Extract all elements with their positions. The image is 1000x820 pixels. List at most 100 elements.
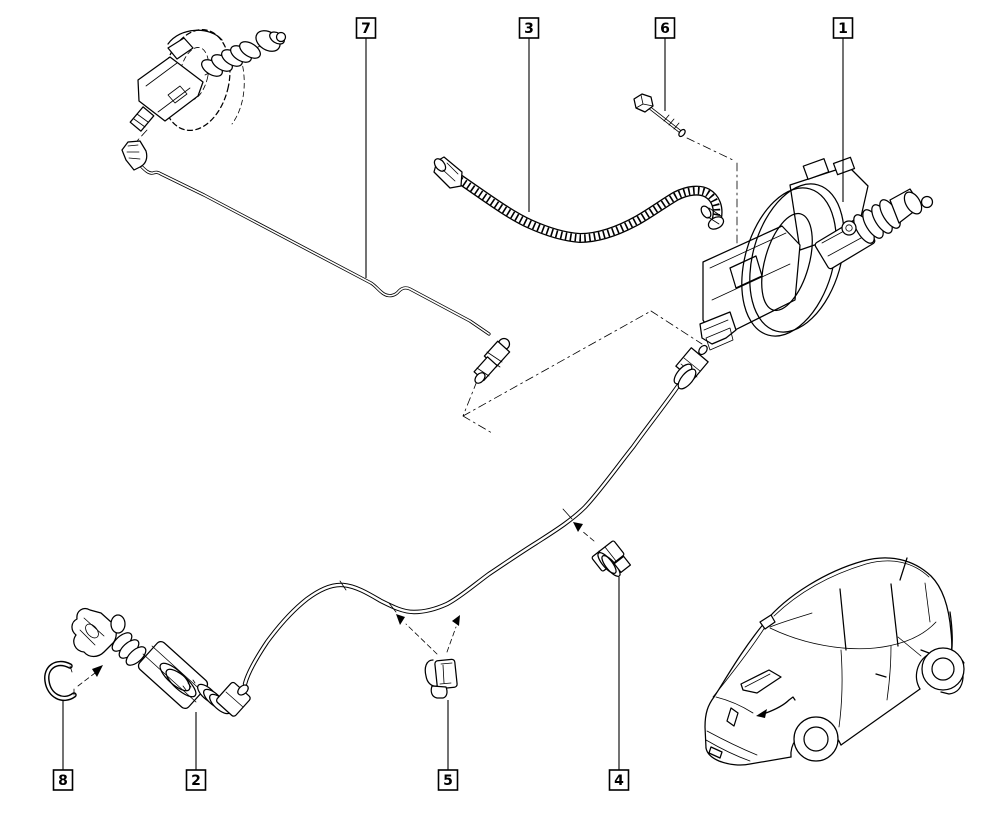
cylinder-block bbox=[137, 56, 204, 122]
pedal-bracket-phantom-outer bbox=[161, 29, 231, 131]
callout-1-number[interactable]: 1 bbox=[838, 21, 848, 37]
fork-knob bbox=[110, 614, 126, 634]
bracket-ribs bbox=[709, 232, 791, 301]
b-pillar bbox=[839, 588, 847, 651]
headlight-detail bbox=[744, 673, 771, 688]
fork-end bbox=[71, 607, 117, 658]
booster-top-detail-2 bbox=[832, 156, 856, 176]
front-door-gap bbox=[838, 649, 843, 728]
pushrod-ball bbox=[920, 195, 934, 209]
clip-5-head bbox=[434, 658, 458, 690]
quarter-glass-line bbox=[897, 636, 922, 657]
car-body-outline bbox=[704, 557, 953, 749]
clip-4-stub bbox=[613, 555, 632, 574]
clip-position-ticks bbox=[339, 508, 573, 613]
hood-shut-line bbox=[712, 623, 768, 698]
callout-4[interactable]: 4 bbox=[608, 577, 630, 791]
car-front-bottom bbox=[705, 747, 792, 766]
reservoir-stub bbox=[167, 37, 194, 60]
clutch-pipe bbox=[139, 164, 511, 384]
bumper-lines bbox=[705, 730, 758, 762]
roof-antenna bbox=[899, 557, 908, 581]
phantom-lines bbox=[136, 129, 738, 434]
body-markings bbox=[182, 679, 196, 691]
callout-6[interactable]: 6 bbox=[654, 17, 676, 111]
vehicle-illustration bbox=[704, 557, 965, 766]
rear-door-gap bbox=[886, 645, 892, 701]
grille-line bbox=[715, 696, 754, 714]
callout-3-number[interactable]: 3 bbox=[524, 21, 534, 37]
mounting-bolt bbox=[633, 93, 686, 138]
rear-pillar bbox=[924, 582, 931, 623]
pipe-end-connector bbox=[473, 337, 511, 384]
callout-4-number[interactable]: 4 bbox=[614, 773, 624, 789]
clip-4-body bbox=[591, 540, 625, 572]
callout-5[interactable]: 5 bbox=[437, 700, 459, 791]
clip-5-arrowhead-left bbox=[396, 614, 405, 625]
spring-coil-5 bbox=[239, 41, 261, 59]
door-handles bbox=[875, 649, 930, 678]
pedal-master-cylinder-assembly bbox=[121, 29, 287, 171]
callout-3[interactable]: 3 bbox=[518, 17, 540, 212]
callout-8-number[interactable]: 8 bbox=[58, 773, 68, 789]
beltline bbox=[769, 621, 937, 650]
hydraulic-hose bbox=[242, 344, 709, 687]
callout-2-number[interactable]: 2 bbox=[191, 773, 201, 789]
hose-clip-4 bbox=[573, 522, 632, 577]
bracket-ring-back bbox=[749, 183, 845, 333]
hose-quick-connector bbox=[673, 344, 709, 390]
cylinder-body bbox=[137, 640, 209, 710]
callouts: 7 3 6 1 8 2 5 bbox=[52, 17, 854, 791]
roof-rail-line bbox=[773, 560, 930, 617]
master-cylinder-booster-assembly bbox=[699, 156, 934, 351]
clip-5-arrow-line-right bbox=[446, 626, 457, 653]
bolt-axis-line bbox=[686, 137, 738, 255]
callout-7[interactable]: 7 bbox=[355, 17, 377, 278]
callout-1[interactable]: 1 bbox=[832, 17, 854, 202]
bracket-ring-outer bbox=[741, 187, 837, 337]
front-wheel-hub bbox=[803, 726, 829, 752]
elbow-union bbox=[121, 140, 148, 171]
hose-end-fitting bbox=[433, 156, 463, 189]
fog-lamp bbox=[708, 746, 723, 759]
elbow-alignment-line bbox=[136, 129, 148, 142]
location-arrow bbox=[756, 696, 796, 718]
boot-rib-3 bbox=[125, 646, 147, 666]
clip-4-arrowhead bbox=[573, 522, 583, 532]
rear-wheel-hub bbox=[931, 657, 955, 681]
rear-wheel bbox=[921, 647, 965, 691]
headlight bbox=[740, 669, 782, 694]
pipe-to-booster-alignment-line bbox=[462, 310, 703, 434]
mounting-stud bbox=[700, 205, 712, 219]
renault-diamond-logo bbox=[726, 707, 739, 727]
boot-cap bbox=[903, 191, 923, 215]
supply-hose bbox=[433, 156, 725, 244]
bracket-top-arc bbox=[167, 29, 223, 45]
pedal-bracket-phantom-inner bbox=[178, 47, 210, 101]
callout-2[interactable]: 2 bbox=[185, 712, 207, 791]
clip-8-arrow-line bbox=[77, 672, 96, 687]
callout-7-number[interactable]: 7 bbox=[361, 21, 371, 37]
hose-corrugation bbox=[457, 176, 721, 242]
clip-8-arrowhead bbox=[92, 665, 103, 677]
hose-inlet bbox=[237, 684, 249, 696]
clip-5-arrowhead-right bbox=[452, 615, 460, 626]
clip-5-arrow-line-left bbox=[405, 623, 438, 655]
clip-5-foot bbox=[430, 685, 448, 699]
bracket-ring-inner bbox=[761, 212, 813, 312]
bolt-tip bbox=[678, 128, 686, 138]
mounting-bracket-plate bbox=[702, 225, 801, 341]
hose-body bbox=[454, 174, 722, 242]
hose-clip-5 bbox=[396, 614, 460, 699]
side-mirror bbox=[759, 614, 776, 630]
front-wheel bbox=[793, 716, 839, 762]
callout-8[interactable]: 8 bbox=[52, 701, 74, 791]
outlet-stub bbox=[129, 106, 155, 132]
retaining-clip bbox=[44, 660, 103, 702]
supply-port bbox=[841, 220, 857, 236]
slave-cylinder bbox=[71, 607, 251, 717]
callout-5-number[interactable]: 5 bbox=[443, 773, 453, 789]
car-sill-line bbox=[840, 688, 921, 746]
callout-6-number[interactable]: 6 bbox=[660, 21, 670, 37]
